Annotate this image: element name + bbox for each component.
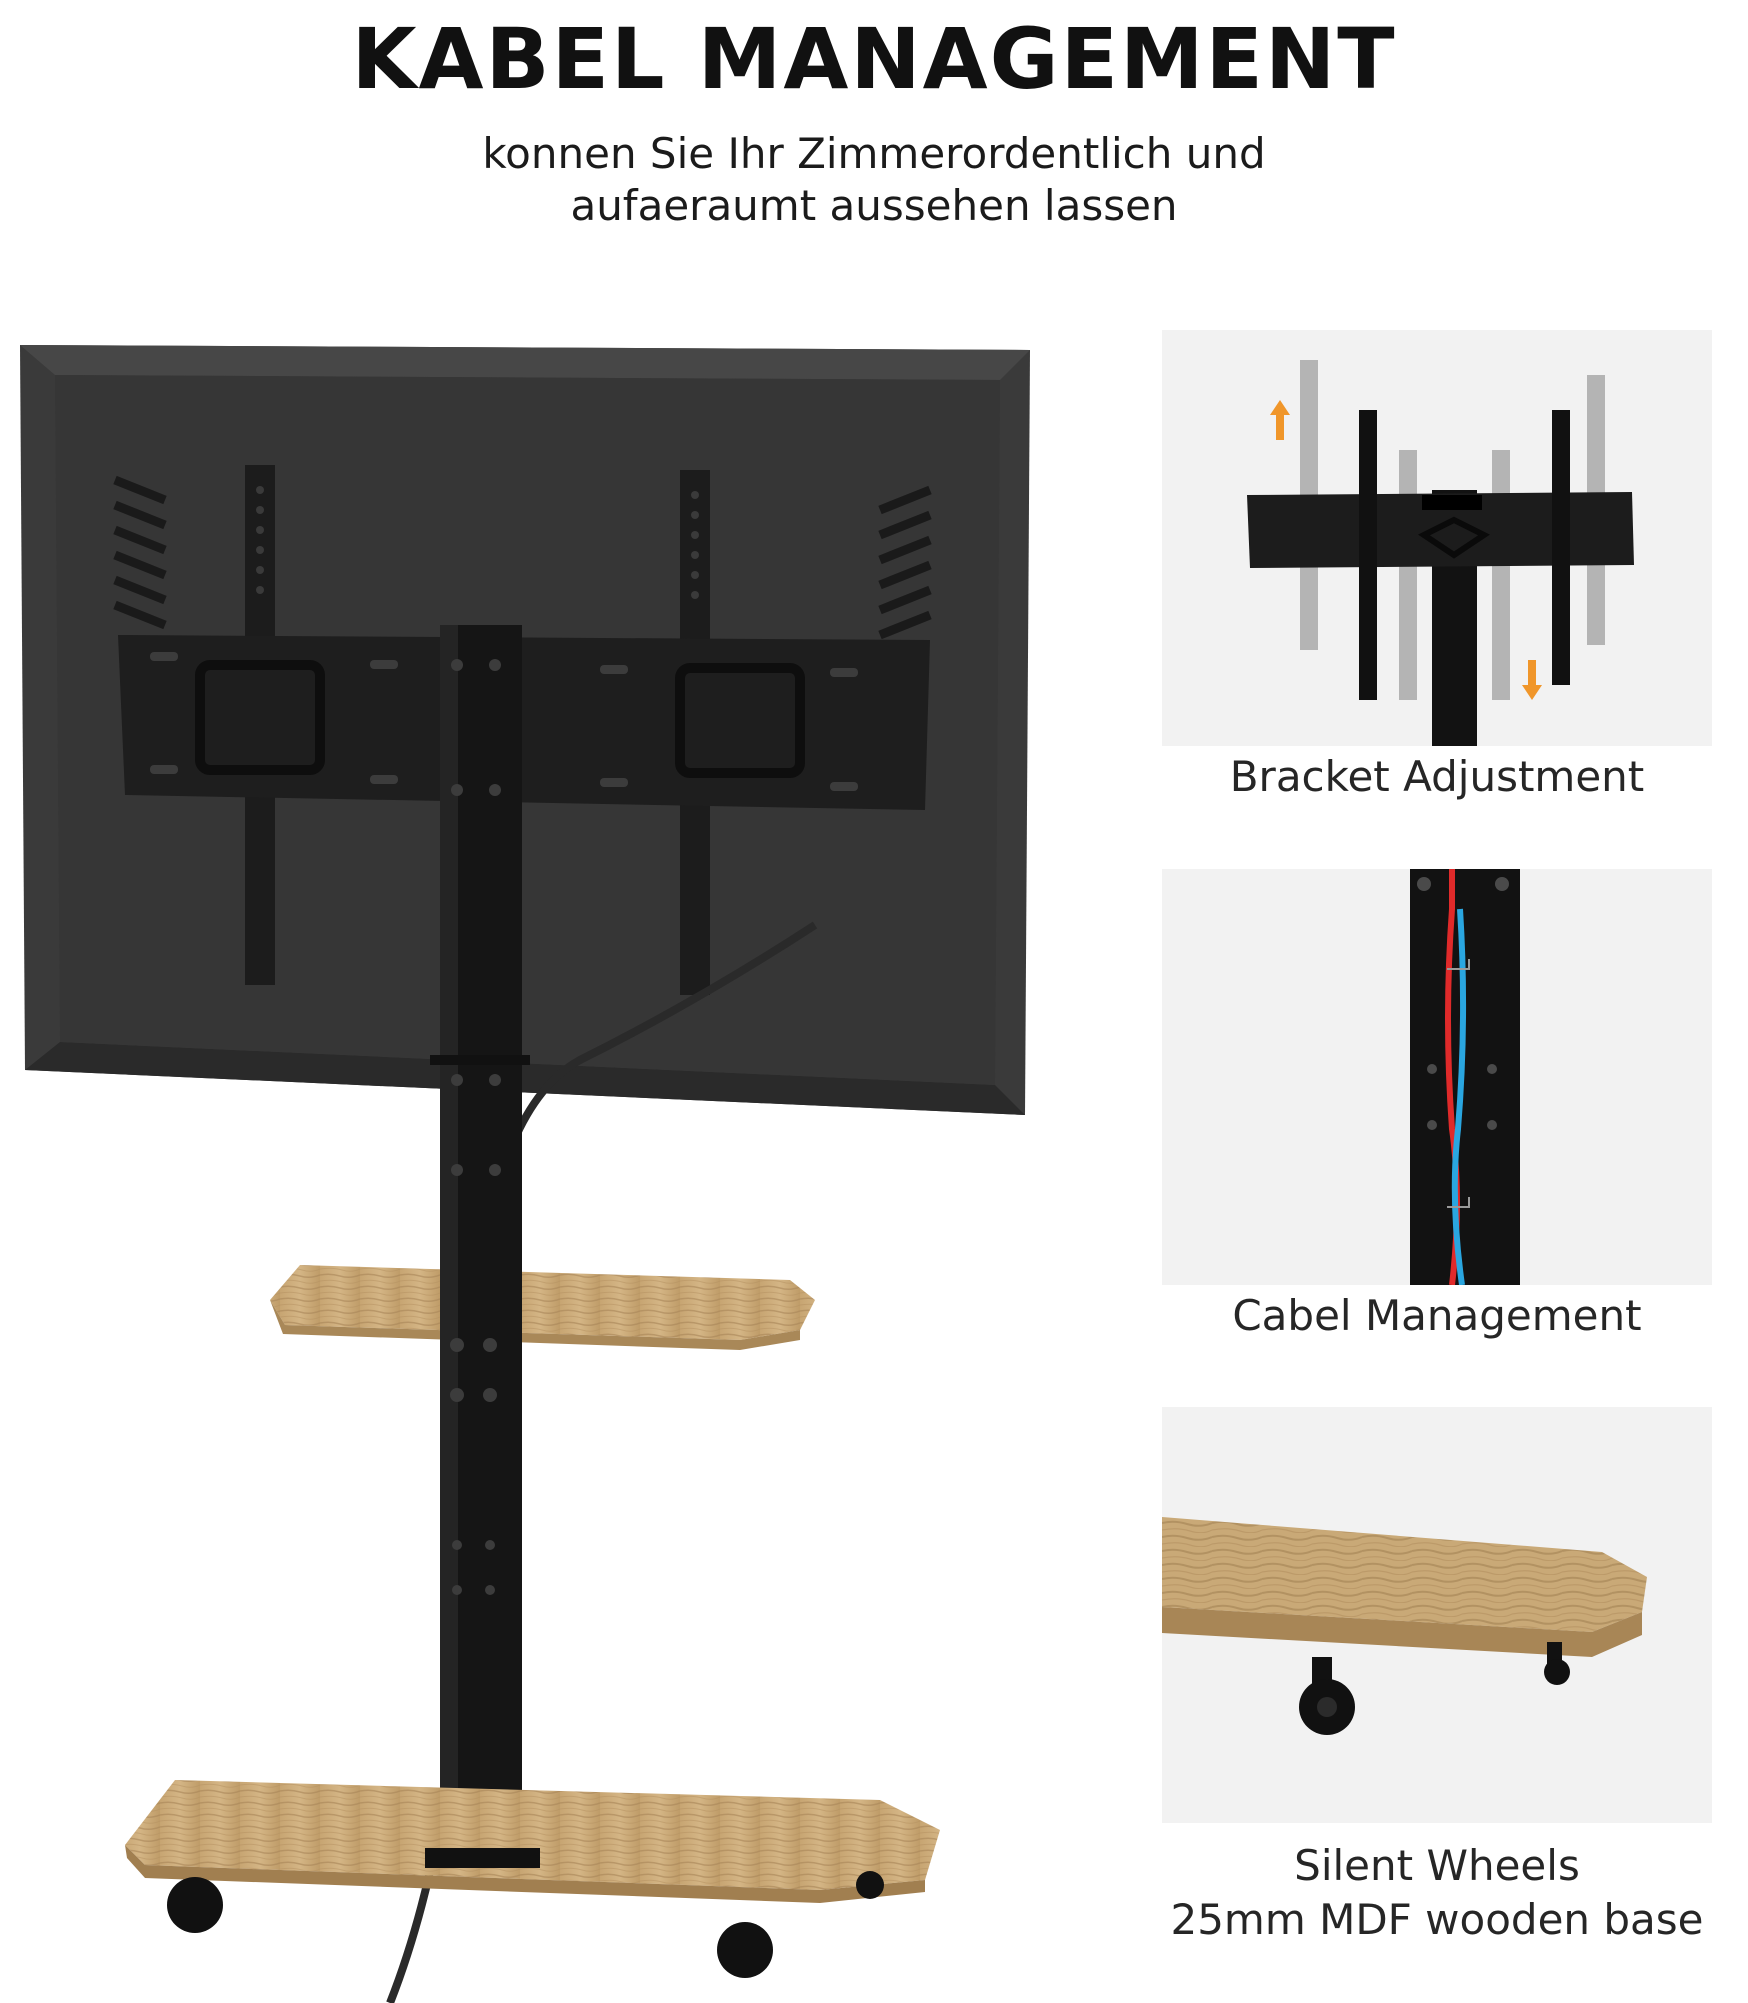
base-wheels <box>167 1871 884 1978</box>
arrow-down-icon <box>1522 660 1542 700</box>
tv-stand-main-illustration <box>20 345 1030 2003</box>
feature-panel-wheels <box>1162 1407 1712 1823</box>
page-subtitle: konnen Sie Ihr Zimmerordentlich und aufa… <box>0 128 1748 232</box>
feature-caption-bracket: Bracket Adjustment <box>1229 752 1645 801</box>
tv-bracket-illustration-icon <box>1162 330 1712 746</box>
cable-channel-illustration-icon <box>1162 869 1712 1285</box>
subtitle-line-2: aufaeraumt aussehen lassen <box>570 181 1178 230</box>
stand-column <box>430 625 530 1860</box>
feature-panel-bracket <box>1162 330 1712 746</box>
page-title: KABEL MANAGEMENT <box>351 10 1397 108</box>
feature-panel-cable <box>1162 869 1712 1285</box>
mount-plate <box>118 635 930 810</box>
arrow-up-icon <box>1270 400 1290 440</box>
feature-caption-wheels-line-1: Silent Wheels <box>1294 1841 1580 1890</box>
feature-caption-wheels: Silent Wheels 25mm MDF wooden base <box>1162 1839 1712 1947</box>
wooden-base <box>125 1780 940 1903</box>
middle-shelf <box>270 1265 815 1350</box>
wooden-base-wheel-illustration-icon <box>1162 1407 1712 1823</box>
subtitle-line-1: konnen Sie Ihr Zimmerordentlich und <box>482 129 1266 178</box>
feature-caption-wheels-line-2: 25mm MDF wooden base <box>1170 1895 1704 1944</box>
feature-caption-cable: Cabel Management <box>1232 1291 1642 1340</box>
tv-vent-right <box>878 485 932 640</box>
tv-vent-left <box>113 475 167 630</box>
